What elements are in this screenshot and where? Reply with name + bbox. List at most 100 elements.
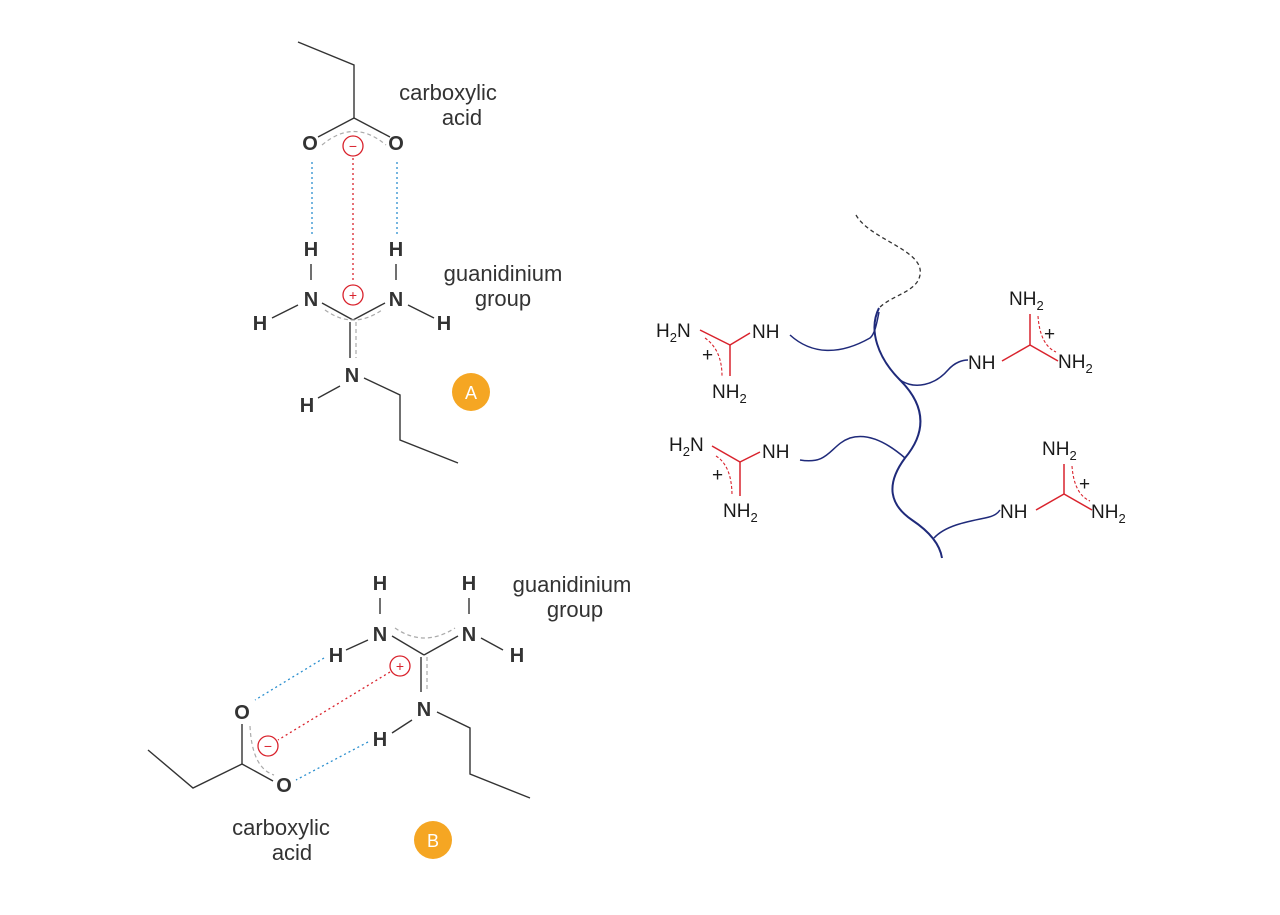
nh-bond-left-b	[345, 639, 369, 651]
alkyl-chain-bottom-b	[436, 711, 531, 799]
hbond-top-b	[254, 657, 325, 701]
positive-charge-icon-a	[342, 284, 364, 306]
alkyl-chain-a	[297, 41, 355, 118]
hydrogen-left-a: H	[253, 313, 267, 335]
label-group-line1-b: guanidinium	[513, 572, 632, 597]
delocal-arc-a	[321, 131, 387, 146]
nh-label-3: NH	[762, 442, 789, 463]
nh-label-1: NH	[752, 322, 779, 343]
backbone-continuation	[855, 214, 921, 309]
label-group-line2-b: group	[547, 597, 603, 622]
badge-b-text: B	[427, 831, 439, 851]
hydrogen-top-left-b: H	[373, 573, 387, 595]
side-chain-4	[933, 509, 1001, 539]
hbond-bottom-b	[295, 741, 369, 781]
red-bond-3a	[711, 445, 741, 463]
red-bond-1b	[729, 332, 751, 346]
nh-label-4: NH	[1000, 502, 1027, 523]
red-bond-4a	[1035, 493, 1065, 511]
side-chain-1	[789, 311, 880, 352]
label-group-line2-a: group	[475, 286, 531, 311]
red-bond-3b	[739, 451, 761, 463]
guanidine-group-2: NH2 NH + NH2	[968, 289, 1093, 376]
red-bond-2c	[1029, 344, 1059, 362]
diagram-a: O O − H H + N N H H N H carboxylic	[253, 41, 563, 464]
oxygen-left-a: O	[302, 133, 318, 155]
red-bond-1a	[699, 329, 731, 346]
ionic-bond-b	[277, 671, 391, 741]
nh-bond-right-b	[480, 637, 504, 651]
alkyl-chain-bottom-a	[363, 377, 459, 464]
nitrogen-right-b: N	[462, 624, 476, 646]
polymer-diagram: H2N NH + NH2 NH2 NH + NH2 H2N NH	[656, 214, 1126, 559]
co-bond-left-a	[317, 117, 355, 138]
label-acid-line1-a: carboxylic	[399, 80, 497, 105]
hydrogen-top-right-b: H	[462, 573, 476, 595]
label-acid-line2-a: acid	[442, 105, 482, 130]
badge-a	[452, 373, 490, 411]
negative-sign-a: −	[349, 138, 357, 154]
oxygen-right-a: O	[388, 133, 404, 155]
nh-bond-bottom-b	[391, 719, 413, 734]
cn-bond-left-a	[321, 302, 354, 321]
red-delocal-3	[715, 455, 733, 497]
nitrogen-left-b: N	[373, 624, 387, 646]
cn-bond-right-b	[423, 635, 459, 656]
hydrogen-left-b: H	[329, 645, 343, 667]
positive-sign-b: +	[396, 658, 404, 674]
guanidine-group-3: H2N NH + NH2	[669, 435, 789, 525]
hydrogen-right-a: H	[437, 313, 451, 335]
polymer-backbone	[873, 307, 943, 559]
h2n-label-3: H2N	[669, 435, 704, 459]
plus-sign-1: +	[702, 345, 713, 366]
co-bond-right-a	[353, 117, 391, 138]
negative-charge-icon-a	[342, 135, 364, 157]
guanidine-group-1: H2N NH + NH2	[656, 321, 779, 406]
nh2-label-4b: NH2	[1091, 502, 1126, 526]
label-group-line1-a: guanidinium	[444, 261, 563, 286]
nh2-label-3: NH2	[723, 501, 758, 525]
nh-bond-left-a	[271, 304, 299, 319]
diagram-b: H N H N H H + N H O O − gu	[147, 572, 632, 865]
negative-sign-b: −	[264, 738, 272, 754]
positive-sign-a: +	[349, 287, 357, 303]
cn-bond-right-a	[352, 302, 386, 321]
hydrogen-right-b: H	[510, 645, 524, 667]
nh-bond-right-a	[407, 304, 435, 319]
cn-bond-left-b	[391, 635, 425, 656]
alkyl-chain-b	[147, 749, 243, 789]
nitrogen-right-a: N	[389, 289, 403, 311]
co-bond-bottom-b	[241, 763, 274, 782]
guan-delocal-arc-b	[394, 627, 456, 639]
guanidine-group-4: NH2 NH + NH2	[1000, 439, 1126, 526]
nh-bond-bottom-a	[317, 385, 341, 399]
nh2-label-4a: NH2	[1042, 439, 1077, 463]
hydrogen-top-right-a: H	[389, 239, 403, 261]
h2n-label-1: H2N	[656, 321, 691, 345]
label-acid-line1-b: carboxylic	[232, 815, 330, 840]
oxygen-top-b: O	[234, 702, 250, 724]
nitrogen-bottom-b: N	[417, 699, 431, 721]
hydrogen-top-left-a: H	[304, 239, 318, 261]
nh2-label-2b: NH2	[1058, 352, 1093, 376]
badge-b	[414, 821, 452, 859]
red-delocal-1	[704, 337, 723, 377]
side-chain-3	[799, 435, 906, 462]
nh2-label-2a: NH2	[1009, 289, 1044, 313]
plus-sign-4: +	[1079, 474, 1090, 495]
hydrogen-bottom-a: H	[300, 395, 314, 417]
negative-charge-icon-b	[257, 735, 279, 757]
nitrogen-bottom-a: N	[345, 365, 359, 387]
nh2-label-1: NH2	[712, 382, 747, 406]
badge-a-text: A	[465, 383, 477, 403]
plus-sign-2: +	[1044, 324, 1055, 345]
label-acid-line2-b: acid	[272, 840, 312, 865]
hydrogen-bottom-b: H	[373, 729, 387, 751]
red-bond-4c	[1063, 493, 1093, 511]
nh-label-2: NH	[968, 353, 995, 374]
red-bond-2a	[1001, 344, 1031, 362]
nitrogen-left-a: N	[304, 289, 318, 311]
side-chain-2	[899, 359, 969, 386]
positive-charge-icon-b	[389, 655, 411, 677]
